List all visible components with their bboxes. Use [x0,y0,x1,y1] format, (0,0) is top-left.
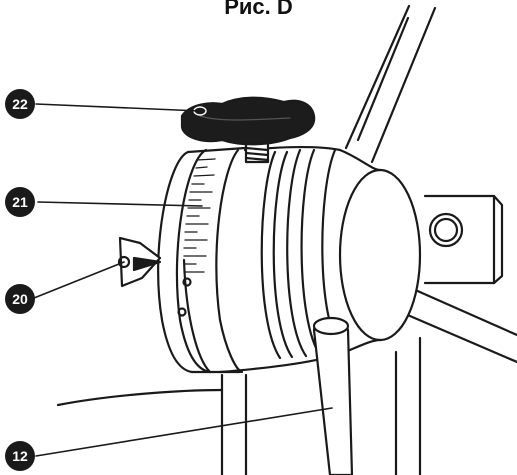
upper-leg-struts [344,4,437,164]
callout-20: 20 [5,284,35,314]
lower-right-strut [394,283,517,364]
locking-knob-icon [180,96,316,146]
side-bracket [423,194,504,285]
callout-21: 21 [5,187,35,217]
svg-text:21: 21 [12,194,28,210]
housing-body [218,145,422,374]
svg-text:20: 20 [12,291,28,307]
scale-ticks [183,158,216,273]
leader-lines [33,103,333,457]
threaded-stem [244,142,270,164]
center-post [56,336,422,475]
pointer-arrow-icon [117,236,162,288]
callout-22: 22 [5,89,35,119]
figure-title: Рис. D [224,0,293,19]
svg-text:22: 22 [12,96,28,112]
scale-ring [157,146,247,374]
svg-text:12: 12 [12,448,28,464]
callout-12: 12 [5,441,35,471]
front-rod [312,316,354,475]
